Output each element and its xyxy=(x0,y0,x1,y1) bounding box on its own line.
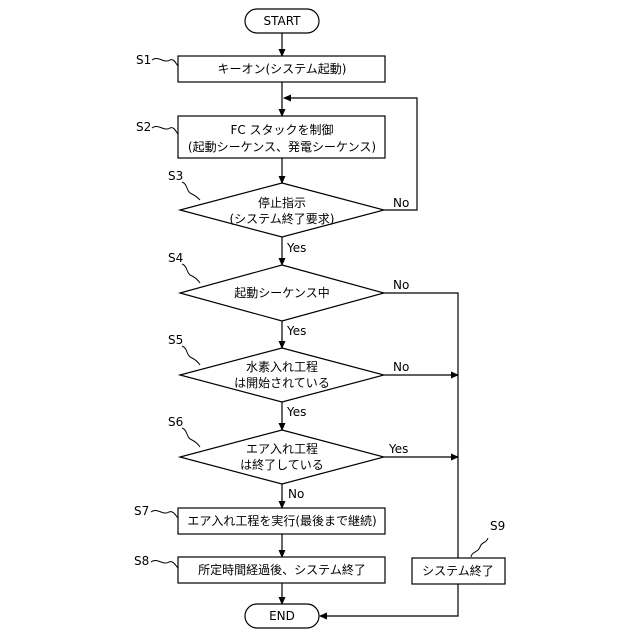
step-s2: FC スタックを制御 (起動シーケンス、発電シーケンス) S2 xyxy=(136,116,385,158)
s8-leader xyxy=(151,560,178,568)
s4-yes-label: Yes xyxy=(286,324,306,338)
s4-text: 起動シーケンス中 xyxy=(234,285,329,300)
s6-step-label: S6 xyxy=(168,415,183,429)
s3-text-line2: (システム終了要求) xyxy=(229,211,334,226)
s6-no-label: No xyxy=(288,487,304,501)
s2-text-line1: FC スタックを制御 xyxy=(230,122,333,137)
edge-s4-no xyxy=(384,293,458,558)
s7-step-label: S7 xyxy=(134,504,149,518)
s9-leader xyxy=(471,538,488,557)
s7-leader xyxy=(151,510,178,518)
step-s8: 所定時間経過後、システム終了 S8 xyxy=(134,554,385,583)
s4-no-label: No xyxy=(393,278,409,292)
end-node: END xyxy=(245,604,319,628)
s1-text: キーオン(システム起動) xyxy=(217,62,346,76)
s4-leader xyxy=(182,264,200,283)
s2-leader xyxy=(152,126,178,134)
s3-text-line1: 停止指示 xyxy=(258,195,306,210)
s3-yes-label: Yes xyxy=(286,241,306,255)
decision-s6: エア入れ工程 は終了している S6 Yes No xyxy=(168,415,408,501)
s5-step-label: S5 xyxy=(168,333,183,347)
step-s7: エア入れ工程を実行(最後まで継続) S7 xyxy=(134,504,385,534)
s6-leader xyxy=(182,428,200,447)
s1-leader xyxy=(152,58,178,66)
start-label: START xyxy=(263,14,301,28)
s2-text-line2: (起動シーケンス、発電シーケンス) xyxy=(188,140,376,154)
s6-text-line1: エア入れ工程 xyxy=(246,441,318,456)
s1-step-label: S1 xyxy=(136,53,151,67)
step-s1: キーオン(システム起動) S1 xyxy=(136,53,385,82)
s2-step-label: S2 xyxy=(136,120,151,134)
s5-yes-label: Yes xyxy=(286,405,306,419)
s6-text-line2: は終了している xyxy=(240,457,324,472)
s8-step-label: S8 xyxy=(134,554,149,568)
end-label: END xyxy=(269,609,295,623)
s5-text-line2: は開始されている xyxy=(234,376,330,390)
s8-text: 所定時間経過後、システム終了 xyxy=(198,562,366,577)
step-s9: システム終了 S9 xyxy=(412,519,505,584)
edge-s9-end xyxy=(320,584,458,616)
s9-step-label: S9 xyxy=(490,519,505,533)
start-node: START xyxy=(245,9,319,33)
decision-s4: 起動シーケンス中 S4 No Yes xyxy=(168,251,409,338)
s5-leader xyxy=(182,346,200,365)
decision-s5: 水素入れ工程 は開始されている S5 No Yes xyxy=(168,333,409,419)
s6-yes-label: Yes xyxy=(388,442,408,456)
s7-text: エア入れ工程を実行(最後まで継続) xyxy=(187,513,376,528)
s5-no-label: No xyxy=(393,360,409,374)
s5-text-line1: 水素入れ工程 xyxy=(246,359,318,374)
s3-no-label: No xyxy=(393,196,409,210)
s3-step-label: S3 xyxy=(168,169,183,183)
s4-step-label: S4 xyxy=(168,251,183,265)
decision-s3: 停止指示 (システム終了要求) S3 No Yes xyxy=(168,169,409,255)
s3-leader xyxy=(182,182,200,200)
s9-text: システム終了 xyxy=(422,563,494,578)
